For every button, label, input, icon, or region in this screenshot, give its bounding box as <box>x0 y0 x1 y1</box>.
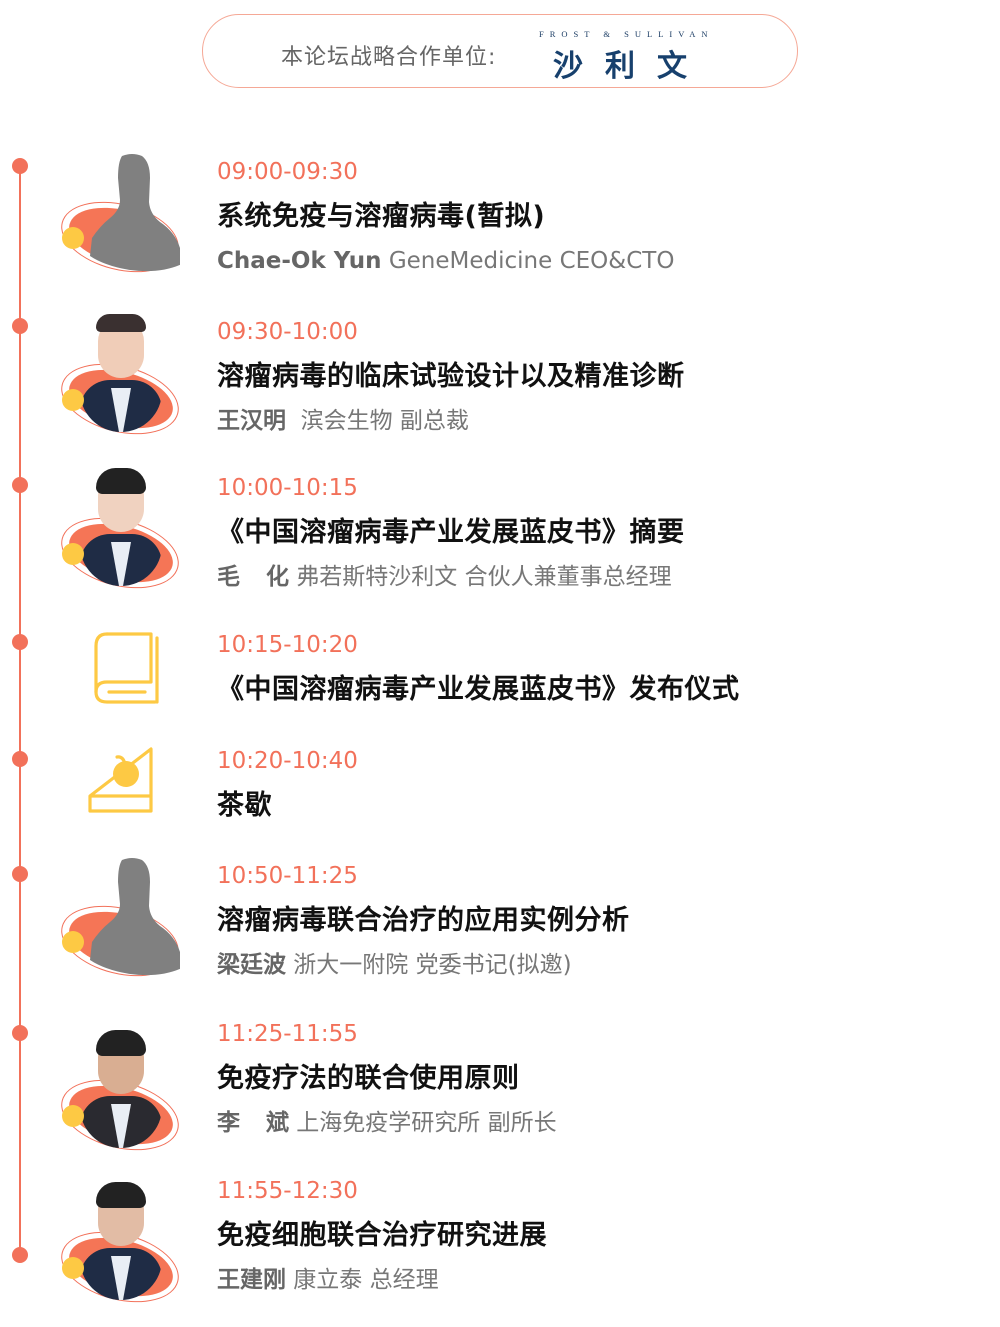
speaker-photo <box>80 1030 162 1148</box>
avatar <box>53 152 187 284</box>
session-time: 10:50-11:25 <box>217 863 358 889</box>
speaker-name: 王汉明 <box>217 408 286 434</box>
speaker-name: 李斌 <box>217 1110 315 1136</box>
speaker-name: Chae-Ok Yun <box>217 248 382 274</box>
logo-chinese: 沙利文 <box>553 49 709 84</box>
speaker-info: 王建刚 康立泰 总经理 <box>217 1265 547 1295</box>
speaker-role: 弗若斯特沙利文 合伙人兼董事总经理 <box>289 564 672 590</box>
speaker-info: 梁廷波 浙大一附院 党委书记(拟邀) <box>217 950 630 980</box>
logo-english: FROST & SULLIVAN <box>539 29 714 39</box>
session-title: 免疫细胞联合治疗研究进展 <box>217 1220 547 1251</box>
person-silhouette-icon <box>90 858 180 976</box>
session-title: 《中国溶瘤病毒产业发展蓝皮书》摘要 <box>217 517 685 548</box>
partner-banner: 本论坛战略合作单位: FROST & SULLIVAN 沙利文 <box>202 14 798 88</box>
session-time: 10:00-10:15 <box>217 475 358 501</box>
timeline-dot <box>12 866 28 882</box>
timeline-dot <box>12 1247 28 1263</box>
speaker-role: 浙大一附院 党委书记(拟邀) <box>286 952 572 978</box>
avatar <box>53 1182 187 1314</box>
session-title: 免疫疗法的联合使用原则 <box>217 1063 520 1094</box>
session-time: 09:00-09:30 <box>217 159 358 185</box>
cake-icon <box>88 747 153 813</box>
session-time: 10:15-10:20 <box>217 632 358 658</box>
timeline-dot <box>12 1025 28 1041</box>
session-time: 10:20-10:40 <box>217 748 358 774</box>
avatar <box>53 314 187 446</box>
session-title: 茶歇 <box>217 790 272 821</box>
session-title: 溶瘤病毒的临床试验设计以及精准诊断 <box>217 361 685 392</box>
speaker-info: 王汉明 滨会生物 副总裁 <box>217 406 685 436</box>
speaker-info: Chae-Ok Yun GeneMedicine CEO&CTO <box>217 246 674 276</box>
speaker-photo <box>80 1182 162 1300</box>
session-title: 溶瘤病毒联合治疗的应用实例分析 <box>217 905 630 936</box>
partner-label: 本论坛战略合作单位: <box>281 45 497 70</box>
session-title: 系统免疫与溶瘤病毒(暂拟) <box>217 201 546 232</box>
speaker-role: GeneMedicine CEO&CTO <box>381 248 675 274</box>
speaker-name: 梁廷波 <box>217 952 286 978</box>
speaker-role: 滨会生物 副总裁 <box>286 408 469 434</box>
speaker-info: 毛化 弗若斯特沙利文 合伙人兼董事总经理 <box>217 562 685 592</box>
timeline-dot <box>12 477 28 493</box>
avatar <box>53 1030 187 1162</box>
timeline-line <box>19 166 21 1256</box>
session-title: 《中国溶瘤病毒产业发展蓝皮书》发布仪式 <box>217 674 740 705</box>
session-time: 09:30-10:00 <box>217 319 358 345</box>
timeline-dot <box>12 158 28 174</box>
speaker-name: 王建刚 <box>217 1267 286 1293</box>
speaker-photo <box>80 468 162 586</box>
timeline-dot <box>12 634 28 650</box>
speaker-info: 李斌 上海免疫学研究所 副所长 <box>217 1108 557 1138</box>
frost-sullivan-logo: FROST & SULLIVAN 沙利文 <box>539 29 729 85</box>
session-time: 11:25-11:55 <box>217 1021 358 1047</box>
speaker-name: 毛化 <box>217 564 315 590</box>
speaker-role: 康立泰 总经理 <box>286 1267 439 1293</box>
avatar <box>53 468 187 600</box>
speaker-photo <box>80 314 162 432</box>
book-icon <box>94 632 159 704</box>
person-silhouette-icon <box>90 154 180 272</box>
timeline-dot <box>12 318 28 334</box>
speaker-role: 上海免疫学研究所 副所长 <box>289 1110 557 1136</box>
session-time: 11:55-12:30 <box>217 1178 358 1204</box>
avatar <box>53 856 187 988</box>
timeline-dot <box>12 751 28 767</box>
